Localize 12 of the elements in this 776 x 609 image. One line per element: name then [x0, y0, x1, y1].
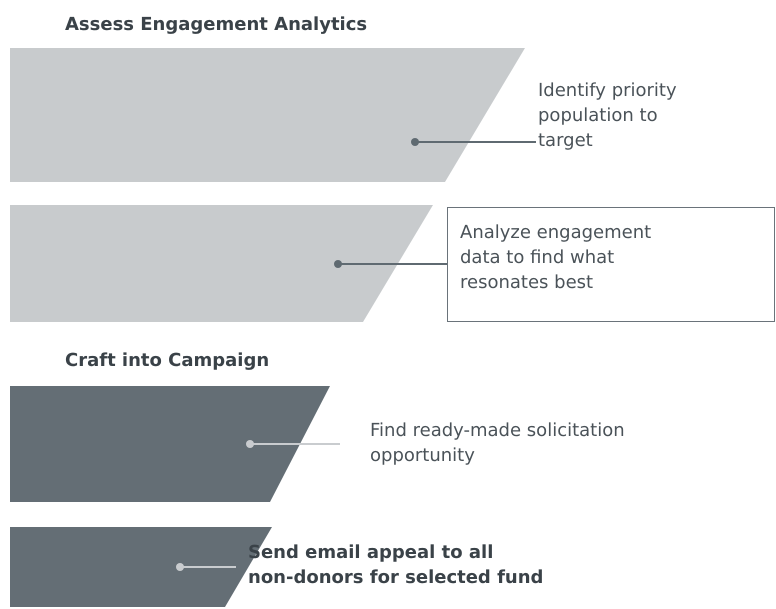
step-text: Identify priority population to target — [538, 78, 688, 158]
trapezoid-band — [10, 48, 525, 182]
leader-line — [176, 563, 236, 571]
trapezoid-band — [10, 205, 433, 322]
leader-line — [334, 260, 447, 268]
leader-line — [246, 440, 340, 448]
section-heading: Assess Engagement Analytics — [65, 14, 368, 35]
text-box: Analyze engagement data to find what resonates best — [447, 207, 775, 322]
leader-line — [411, 138, 536, 146]
trapezoid-band — [10, 386, 330, 502]
section-heading: Craft into Campaign — [65, 350, 270, 371]
step-text: Find ready-made solicitation opportunity — [370, 418, 634, 473]
